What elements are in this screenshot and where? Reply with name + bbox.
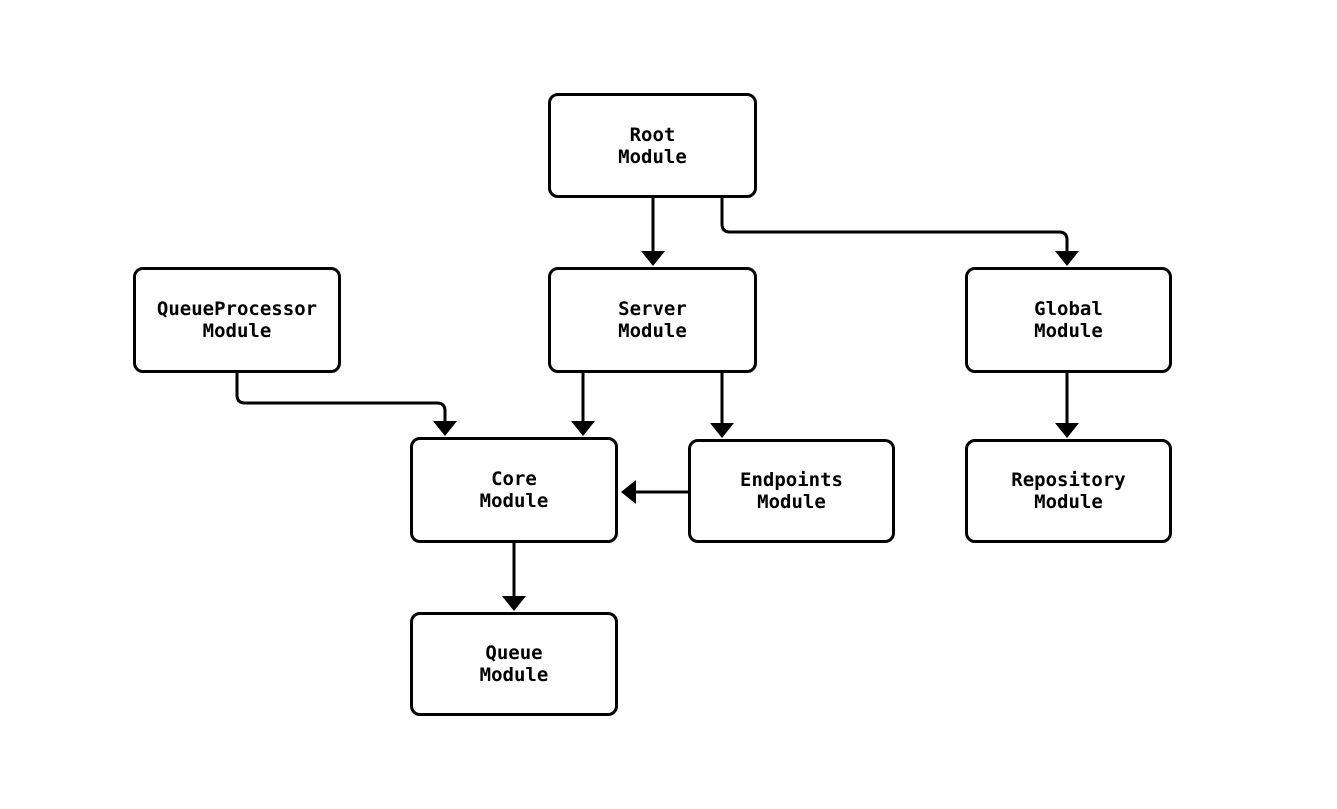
node-core-module: Core Module bbox=[410, 437, 618, 543]
arrowhead-icon bbox=[1055, 251, 1079, 266]
node-label-line1: Queue bbox=[485, 642, 543, 664]
edge-server-core bbox=[571, 373, 595, 436]
edge-queueprocessor-core bbox=[235, 373, 457, 436]
node-label-line2: Module bbox=[757, 491, 826, 513]
edge-core-queue bbox=[502, 543, 526, 611]
node-label-line1: Root bbox=[629, 123, 676, 146]
node-label-line2: Module bbox=[1034, 320, 1103, 342]
node-label-line2: Module bbox=[618, 320, 687, 342]
node-queueprocessor-module: QueueProcessor Module bbox=[133, 267, 341, 373]
arrowhead-icon bbox=[641, 251, 665, 266]
edge-endpoints-core bbox=[621, 480, 688, 504]
node-label-line2: Module bbox=[202, 320, 272, 342]
node-endpoints-module: Endpoints Module bbox=[688, 439, 895, 543]
node-server-module: Server Module bbox=[548, 267, 757, 373]
arrowhead-icon bbox=[571, 421, 595, 436]
node-root-module: Root Module bbox=[548, 93, 757, 198]
node-repository-module: Repository Module bbox=[965, 439, 1172, 543]
arrowhead-icon bbox=[502, 596, 526, 611]
node-label-line1: Core bbox=[491, 468, 537, 490]
node-label-line2: Module bbox=[1034, 491, 1103, 513]
node-label-line1: Endpoints bbox=[740, 469, 843, 491]
edge-root-global bbox=[720, 197, 1079, 266]
edge-root-server bbox=[641, 197, 665, 266]
arrowhead-icon bbox=[710, 423, 734, 438]
node-label-line1: Server bbox=[618, 298, 687, 320]
node-label-line2: Module bbox=[479, 490, 549, 512]
arrowhead-icon bbox=[1055, 423, 1079, 438]
node-label-line2: Module bbox=[479, 664, 549, 686]
arrowhead-icon bbox=[621, 480, 636, 504]
edge-global-repository bbox=[1055, 373, 1079, 438]
arrowhead-icon bbox=[433, 421, 457, 436]
node-label-line1: QueueProcessor bbox=[156, 298, 318, 320]
node-label-line1: Repository bbox=[1011, 469, 1126, 491]
node-global-module: Global Module bbox=[965, 267, 1172, 373]
node-label-line1: Global bbox=[1034, 298, 1103, 320]
edge-server-endpoints bbox=[710, 373, 734, 438]
node-label-line2: Module bbox=[618, 145, 687, 168]
node-queue-module: Queue Module bbox=[410, 612, 618, 716]
